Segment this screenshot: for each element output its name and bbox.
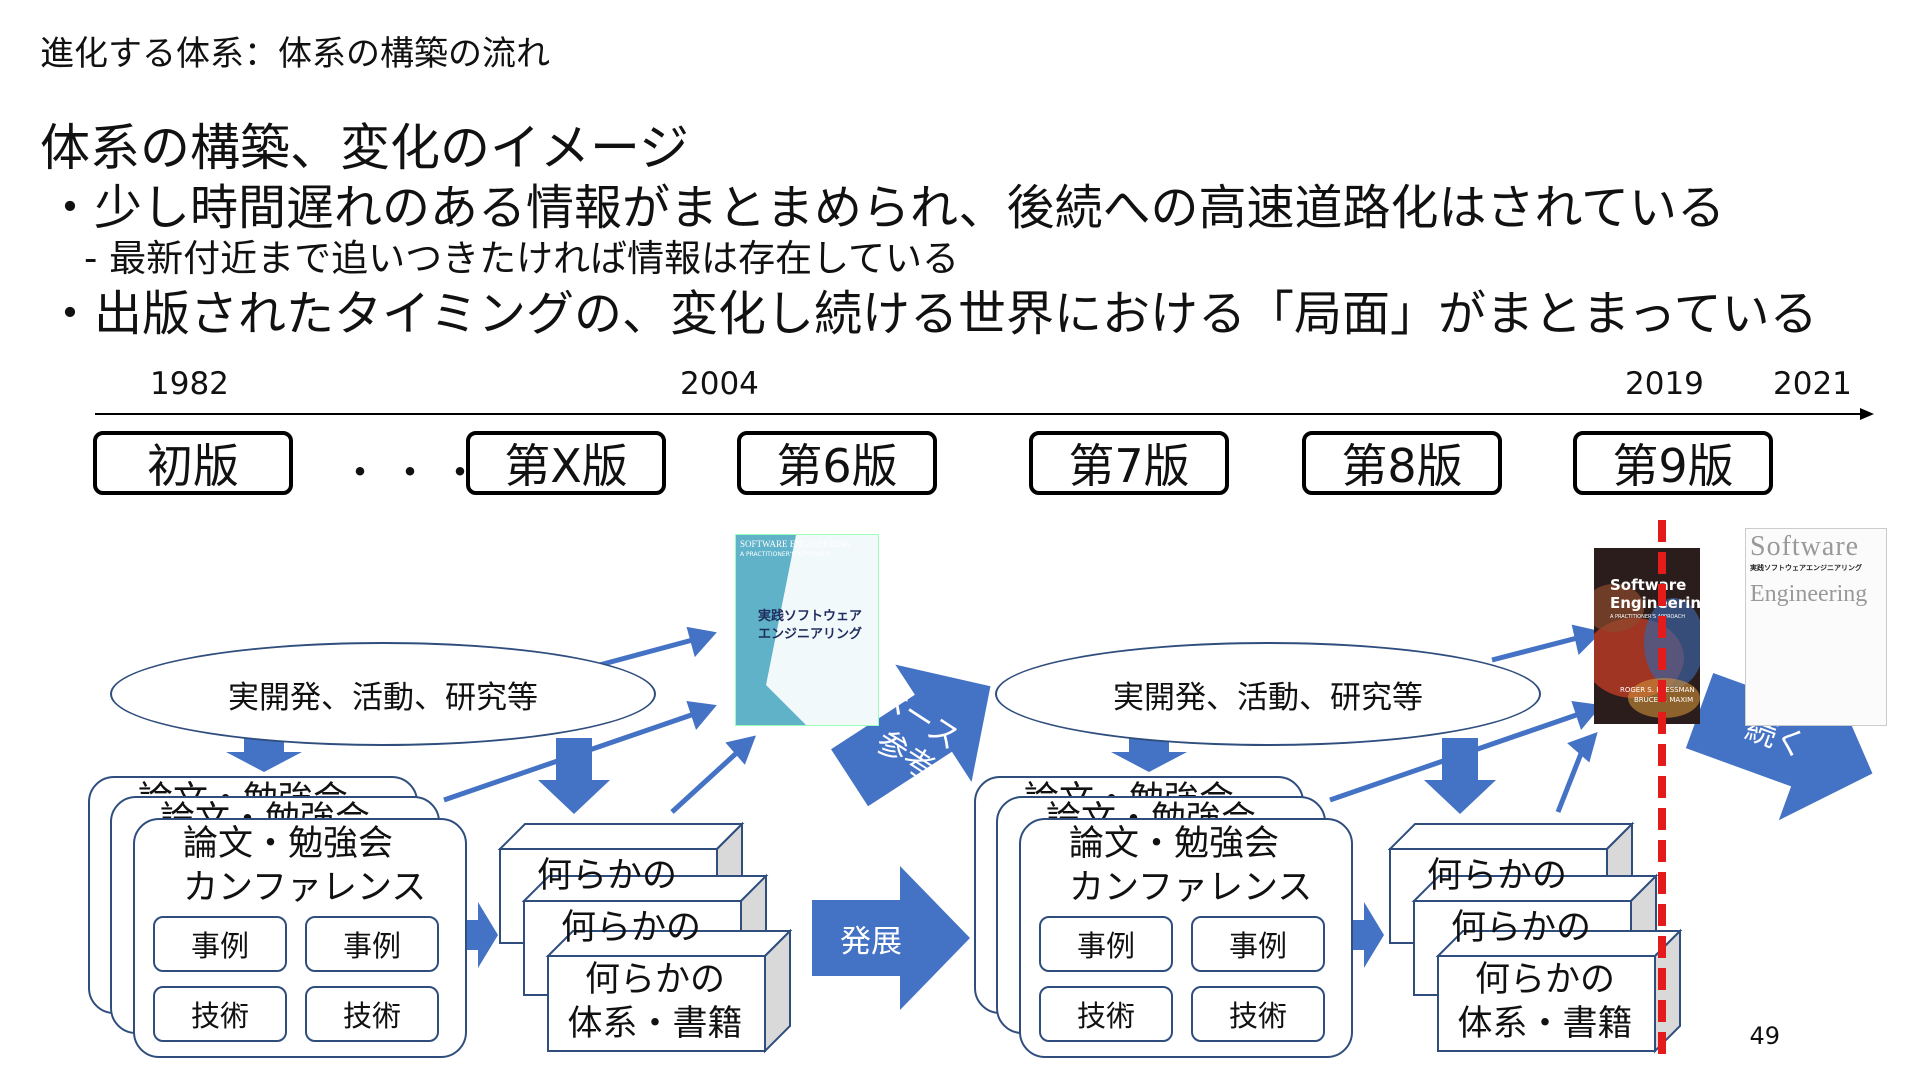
book2-author-1: ROGER S. PRESSMAN	[1620, 686, 1695, 694]
book1-jp-title-1: 実践ソフトウェア	[758, 609, 863, 624]
year-2019: 2019	[1625, 366, 1704, 402]
card-title-2: カンファレンス	[183, 868, 427, 908]
develop-arrow	[812, 866, 970, 1010]
timeline-arrowhead	[1860, 408, 1874, 420]
year-1982: 1982	[150, 366, 229, 402]
cube-front-label-1: 何らかの	[584, 960, 725, 1000]
year-2004: 2004	[680, 366, 759, 402]
edition-x: 第X版	[466, 431, 666, 495]
edition-8: 第8版	[1302, 431, 1502, 495]
develop-arrow-label: 発展	[840, 924, 902, 960]
edition-7: 第7版	[1029, 431, 1229, 495]
activity-label: 実開発、活動、研究等	[1113, 679, 1423, 716]
cube-back-label: 何らかの	[536, 856, 677, 894]
book1-en-title: SOFTWARE ENGINEERING	[740, 539, 851, 549]
year-2021: 2021	[1773, 366, 1852, 402]
right-arrow-right-small	[1348, 902, 1384, 968]
edition-6: 第6版	[737, 431, 937, 495]
card-title-2: カンファレンス	[1069, 868, 1313, 908]
bullet-1-sub: - 最新付近まで追いつきたければ情報は存在している	[84, 237, 960, 280]
tech-pill: 技術	[305, 986, 439, 1042]
down-arrow-left-big	[538, 738, 610, 814]
case-pill: 事例	[305, 916, 439, 972]
bullet-1: ・少し時間遅れのある情報がまとまめられ、後続への高速道路化はされている	[46, 180, 1726, 236]
book1-jp-title-2: エンジニアリング	[758, 627, 863, 642]
book2-subtitle: A PRACTITIONER'S APPROACH	[1610, 614, 1685, 620]
timeline-ellipsis: ・・・	[340, 450, 490, 496]
book2-title-1: Software	[1610, 576, 1687, 594]
cube-back-label: 何らかの	[1426, 856, 1567, 894]
book3-title-1: Software	[1750, 531, 1860, 562]
book1-en-subtitle: A PRACTITIONER'S APPROACH	[740, 551, 830, 558]
cube-front-label-2: 体系・書籍	[1457, 1004, 1633, 1044]
book2-art	[1594, 548, 1700, 724]
cubes-left	[497, 821, 793, 1054]
case-pill: 事例	[153, 916, 287, 972]
book-cover-9th-edition: Software Engineering A PRACTITIONER'S AP…	[1594, 548, 1700, 724]
edition-first: 初版	[93, 431, 293, 495]
down-arrow-left-small	[226, 738, 302, 772]
book1-art	[766, 535, 878, 725]
card-title-1: 論文・勉強会	[183, 824, 394, 864]
tech-pill: 技術	[1039, 986, 1173, 1042]
page-number: 49	[1749, 1022, 1780, 1050]
base-arrow	[831, 664, 991, 807]
edition-9: 第9版	[1573, 431, 1773, 495]
tech-pill: 技術	[1191, 986, 1325, 1042]
heading: 体系の構築、変化のイメージ	[40, 119, 689, 177]
current-time-marker	[1658, 520, 1666, 1060]
case-pill: 事例	[1191, 916, 1325, 972]
cube-mid-label: 何らかの	[1450, 908, 1591, 946]
cube-front-label-1: 何らかの	[1474, 960, 1615, 1000]
slide-title: 進化する体系：体系の構築の流れ	[40, 34, 550, 74]
book3-jp-title: 実践ソフトウェアエンジニアリング	[1750, 564, 1862, 572]
activity-label: 実開発、活動、研究等	[228, 679, 538, 716]
tech-pill: 技術	[153, 986, 287, 1042]
book3-title-2: Engineering	[1750, 581, 1868, 607]
book-cover-6th-edition: SOFTWARE ENGINEERING A PRACTITIONER'S AP…	[735, 534, 879, 726]
bullet-2: ・出版されたタイミングの、変化し続ける世界における「局面」がまとまっている	[46, 286, 1818, 342]
cube-mid-label: 何らかの	[560, 908, 701, 946]
down-arrow-right-big	[1424, 738, 1496, 814]
activity-ellipse-left: 実開発、活動、研究等	[110, 642, 656, 746]
paper-card-front-left: 論文・勉強会 カンファレンス 事例 事例 技術 技術	[133, 818, 467, 1058]
cube-front-label-2: 体系・書籍	[567, 1004, 743, 1044]
activity-ellipse-right: 実開発、活動、研究等	[995, 642, 1541, 746]
case-pill: 事例	[1039, 916, 1173, 972]
thin-arrows-right	[1329, 624, 1602, 813]
book-cover-japanese-9th: Software 実践ソフトウェアエンジニアリング Engineering	[1745, 528, 1887, 726]
card-title-1: 論文・勉強会	[1069, 824, 1280, 864]
book2-title-2: Engineering	[1610, 594, 1700, 612]
right-arrow-left-small	[462, 902, 498, 968]
down-arrow-right-small	[1111, 738, 1187, 772]
cubes-right	[1387, 821, 1683, 1054]
paper-card-front-right: 論文・勉強会 カンファレンス 事例 事例 技術 技術	[1019, 818, 1353, 1058]
